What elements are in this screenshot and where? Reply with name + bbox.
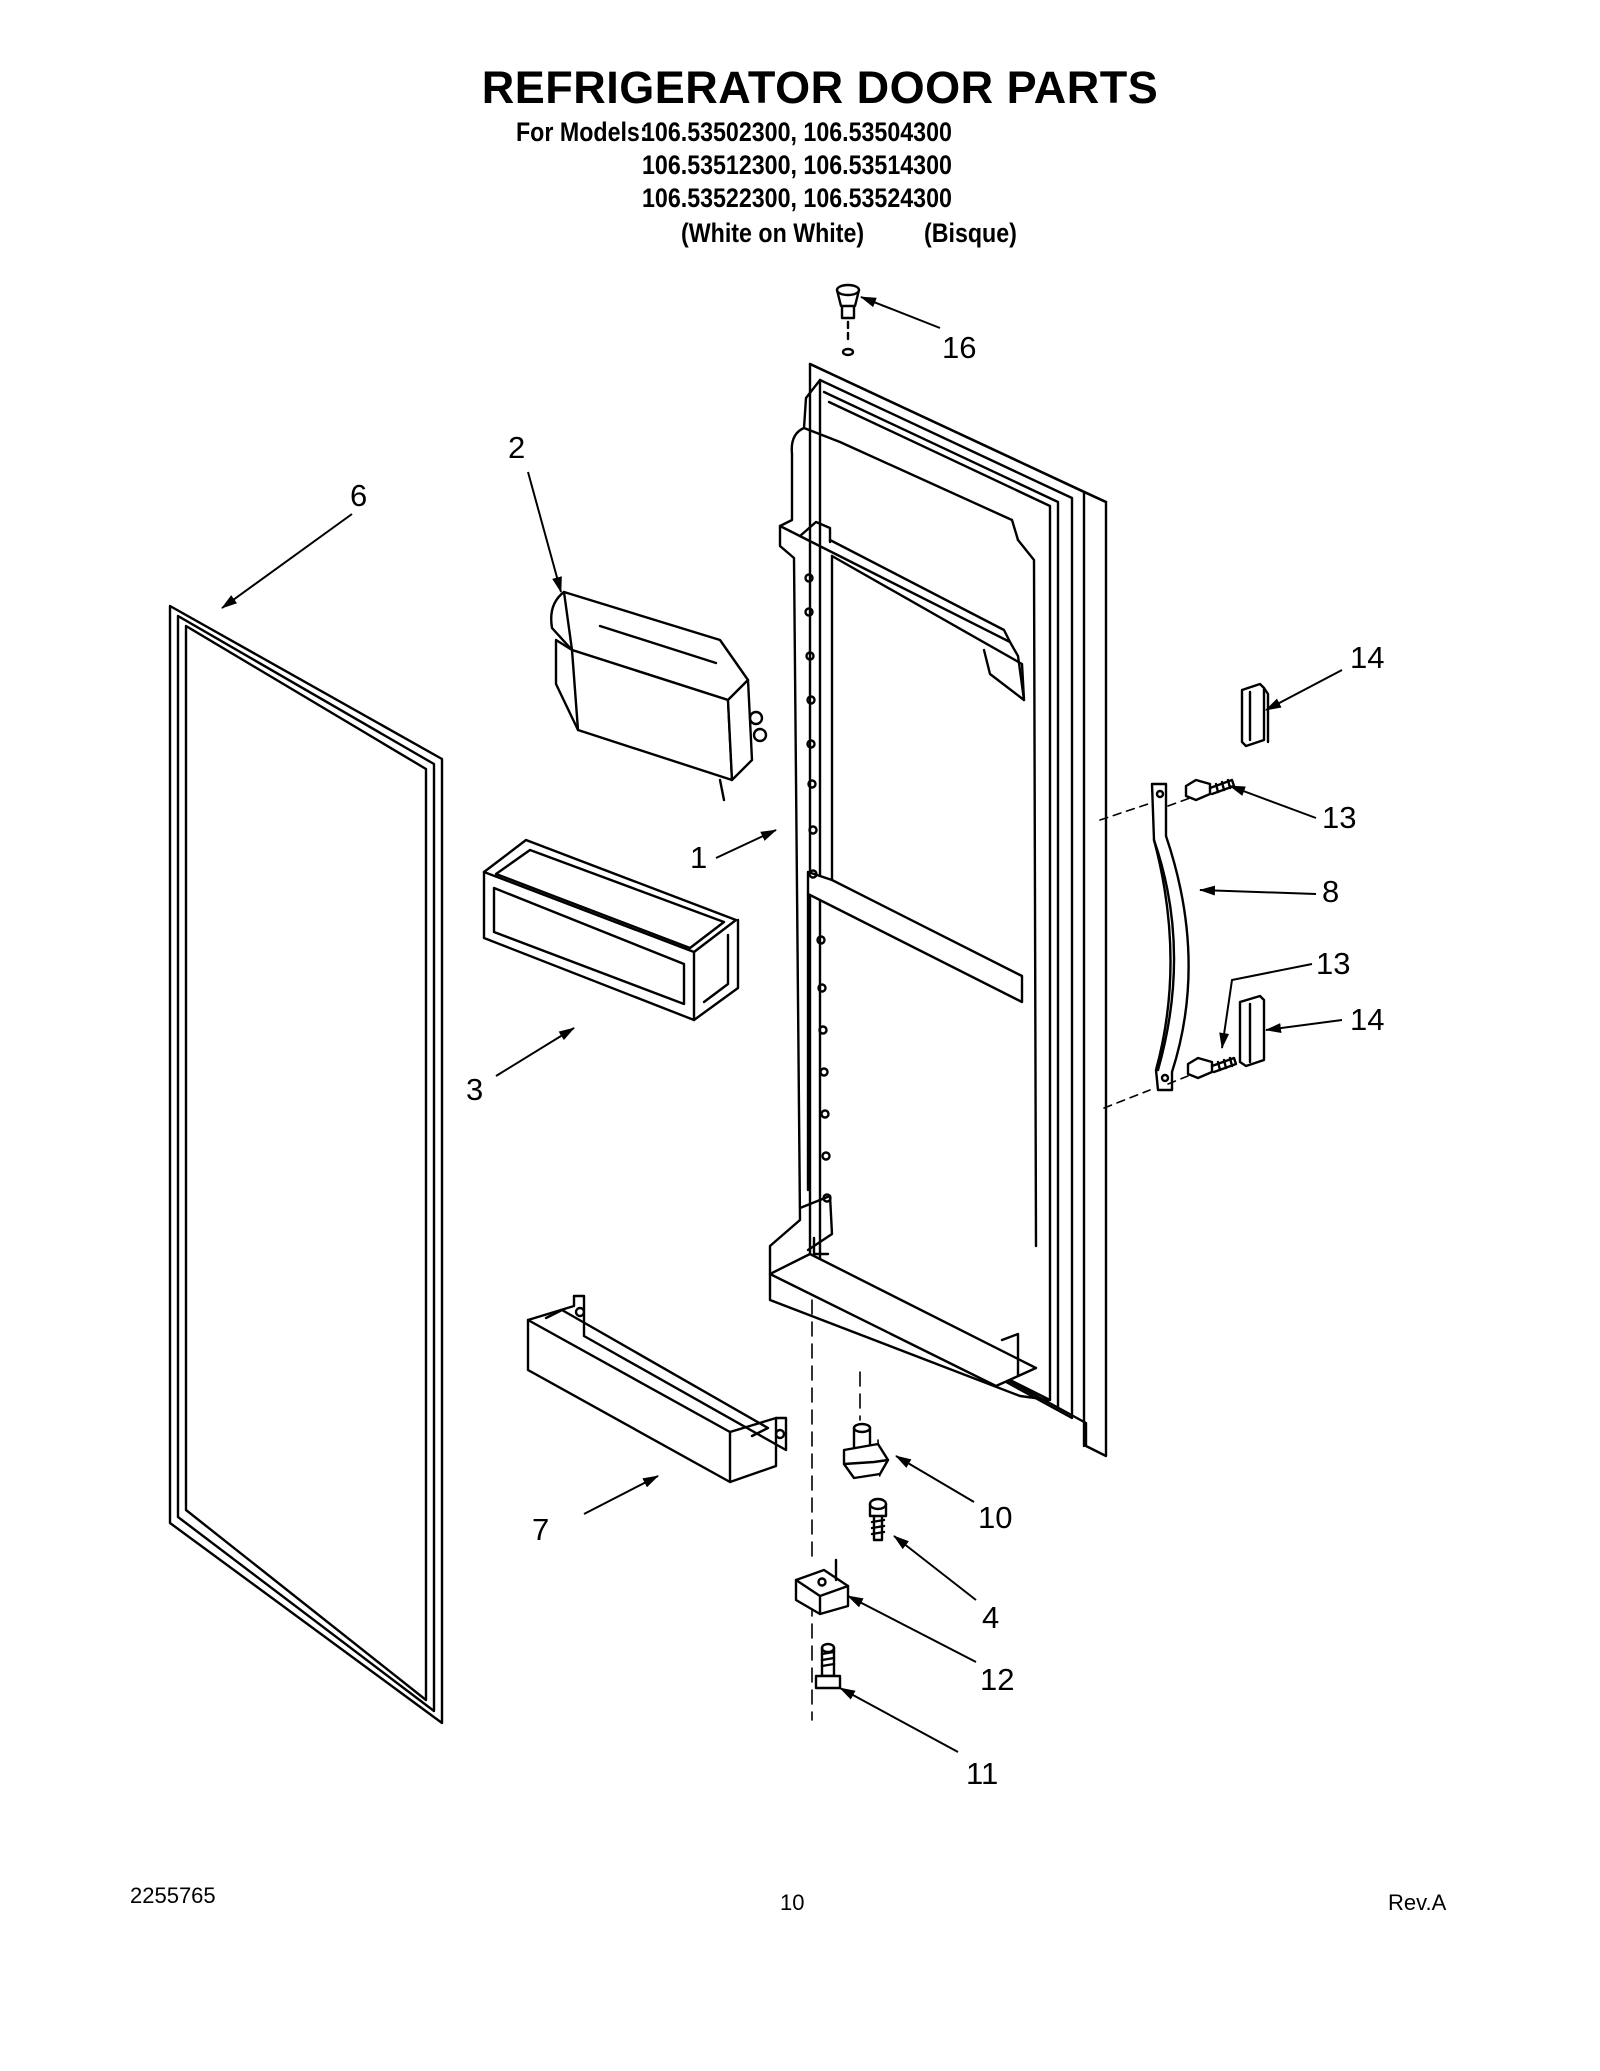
models-label: For Models: (516, 117, 648, 147)
door-gasket-part (168, 604, 444, 1725)
hinge-block-screw-part (814, 1642, 842, 1690)
callout-6: 6 (350, 478, 367, 513)
color-variant-bisque: (Bisque) (924, 218, 1017, 248)
callout-leaders (221, 296, 1343, 1753)
hinge-plug-part (835, 283, 861, 357)
door-bin-part (482, 838, 740, 1022)
lower-bin-part (526, 1294, 788, 1484)
page-title: REFRIGERATOR DOOR PARTS (481, 62, 1159, 113)
door-liner-part (768, 362, 1108, 1458)
callout-10: 10 (978, 1500, 1012, 1535)
callout-14-upper: 14 (1350, 640, 1384, 675)
page-number: 10 (780, 1890, 805, 1915)
callout-7: 7 (532, 1512, 549, 1547)
callout-16: 16 (942, 330, 976, 365)
callout-14-lower: 14 (1350, 1002, 1384, 1037)
model-row-1: 106.53502300, 106.53504300 (642, 117, 952, 147)
document-number: 2255765 (130, 1883, 216, 1908)
callout-13-lower: 13 (1316, 946, 1350, 981)
model-row-2: 106.53512300, 106.53514300 (642, 150, 952, 180)
hinge-screw-part (868, 1497, 888, 1542)
callout-3: 3 (466, 1072, 483, 1107)
dairy-door-part (550, 590, 768, 802)
handle-mount-lines (1099, 797, 1191, 1109)
handle-screw-upper (1184, 778, 1236, 802)
handle-cap-lower (1238, 994, 1266, 1068)
hinge-block-part (794, 1558, 850, 1616)
handle-cap-upper (1240, 682, 1270, 748)
liner-peg-holes (804, 573, 832, 1203)
lower-hinge-part (842, 1422, 890, 1480)
callout-12: 12 (980, 1662, 1014, 1697)
color-variant-white: (White on White) (681, 218, 865, 248)
callout-4: 4 (982, 1600, 999, 1635)
callout-1: 1 (690, 840, 707, 875)
door-handle-part (1150, 782, 1190, 1092)
callout-2: 2 (508, 430, 525, 465)
revision-label: Rev.A (1388, 1890, 1447, 1915)
callout-11: 11 (966, 1756, 998, 1791)
model-row-3: 106.53522300, 106.53524300 (642, 183, 952, 213)
handle-screw-lower (1186, 1056, 1238, 1080)
callout-8: 8 (1322, 874, 1339, 909)
callout-13-upper: 13 (1322, 800, 1356, 835)
